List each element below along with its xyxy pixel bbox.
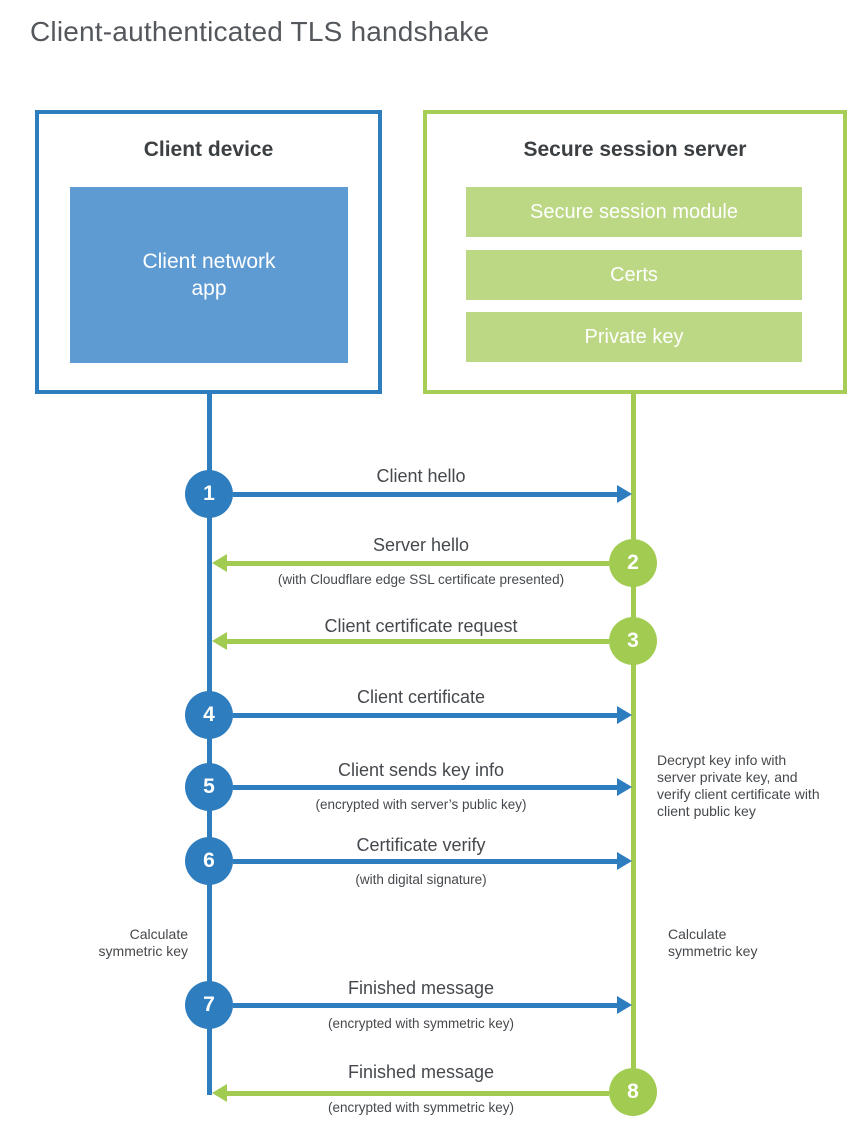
- step-1-badge: 1: [185, 470, 233, 518]
- step-8-label: Finished message: [347, 1062, 495, 1082]
- step-8-arrowhead-icon: [212, 1084, 227, 1102]
- step-7-label: Finished message: [347, 978, 495, 998]
- step-2-badge: 2: [609, 539, 657, 587]
- server-module-private-key: Private key: [466, 312, 802, 362]
- step-1-arrow: [233, 492, 617, 497]
- step-3-label: Client certificate request: [324, 616, 518, 636]
- step-1-label: Client hello: [376, 466, 466, 486]
- step-5-badge: 5: [185, 763, 233, 811]
- step-4-badge: 4: [185, 691, 233, 739]
- step-2-label: Server hello: [372, 535, 470, 555]
- calculate-symmetric-key-client: Calculate symmetric key: [98, 926, 188, 959]
- client-network-app-box: Client network app: [70, 187, 348, 363]
- step-5-arrowhead-icon: [617, 778, 632, 796]
- calculate-symmetric-key-server: Calculate symmetric key: [668, 926, 758, 959]
- step-1-arrowhead-icon: [617, 485, 632, 503]
- step-4-arrowhead-icon: [617, 706, 632, 724]
- step-3-arrowhead-icon: [212, 632, 227, 650]
- step-3-arrow: [227, 639, 609, 644]
- step-6-arrow: [233, 859, 617, 864]
- step-7-note: (encrypted with symmetric key): [327, 1016, 515, 1031]
- step-2-arrowhead-icon: [212, 554, 227, 572]
- step-6-badge: 6: [185, 837, 233, 885]
- server-module-certs: Certs: [466, 250, 802, 300]
- step-7-badge: 7: [185, 981, 233, 1029]
- page-title: Client-authenticated TLS handshake: [30, 16, 490, 47]
- step-2-arrow: [227, 561, 609, 566]
- step-8-badge: 8: [609, 1068, 657, 1116]
- step-2-note: (with Cloudflare edge SSL certificate pr…: [277, 572, 565, 587]
- step-6-note: (with digital signature): [355, 872, 487, 887]
- client-lifeline: [207, 392, 212, 1095]
- server-decrypt-note: Decrypt key info with server private key…: [657, 752, 820, 819]
- server-lifeline: [631, 392, 636, 1092]
- step-7-arrowhead-icon: [617, 996, 632, 1014]
- step-5-note: (encrypted with server’s public key): [315, 797, 527, 812]
- step-8-arrow: [227, 1091, 609, 1096]
- step-6-arrowhead-icon: [617, 852, 632, 870]
- step-6-label: Certificate verify: [356, 835, 486, 855]
- client-device-title: Client device: [143, 138, 274, 161]
- client-network-app-label: Client network app: [142, 249, 276, 300]
- step-5-arrow: [233, 785, 617, 790]
- step-3-badge: 3: [609, 617, 657, 665]
- step-4-label: Client certificate: [356, 687, 486, 707]
- step-5-label: Client sends key info: [337, 760, 505, 780]
- step-8-note: (encrypted with symmetric key): [327, 1100, 515, 1115]
- step-4-arrow: [233, 713, 617, 718]
- step-7-arrow: [233, 1003, 617, 1008]
- secure-session-server-title: Secure session server: [523, 138, 747, 161]
- server-module-secure-session: Secure session module: [466, 187, 802, 237]
